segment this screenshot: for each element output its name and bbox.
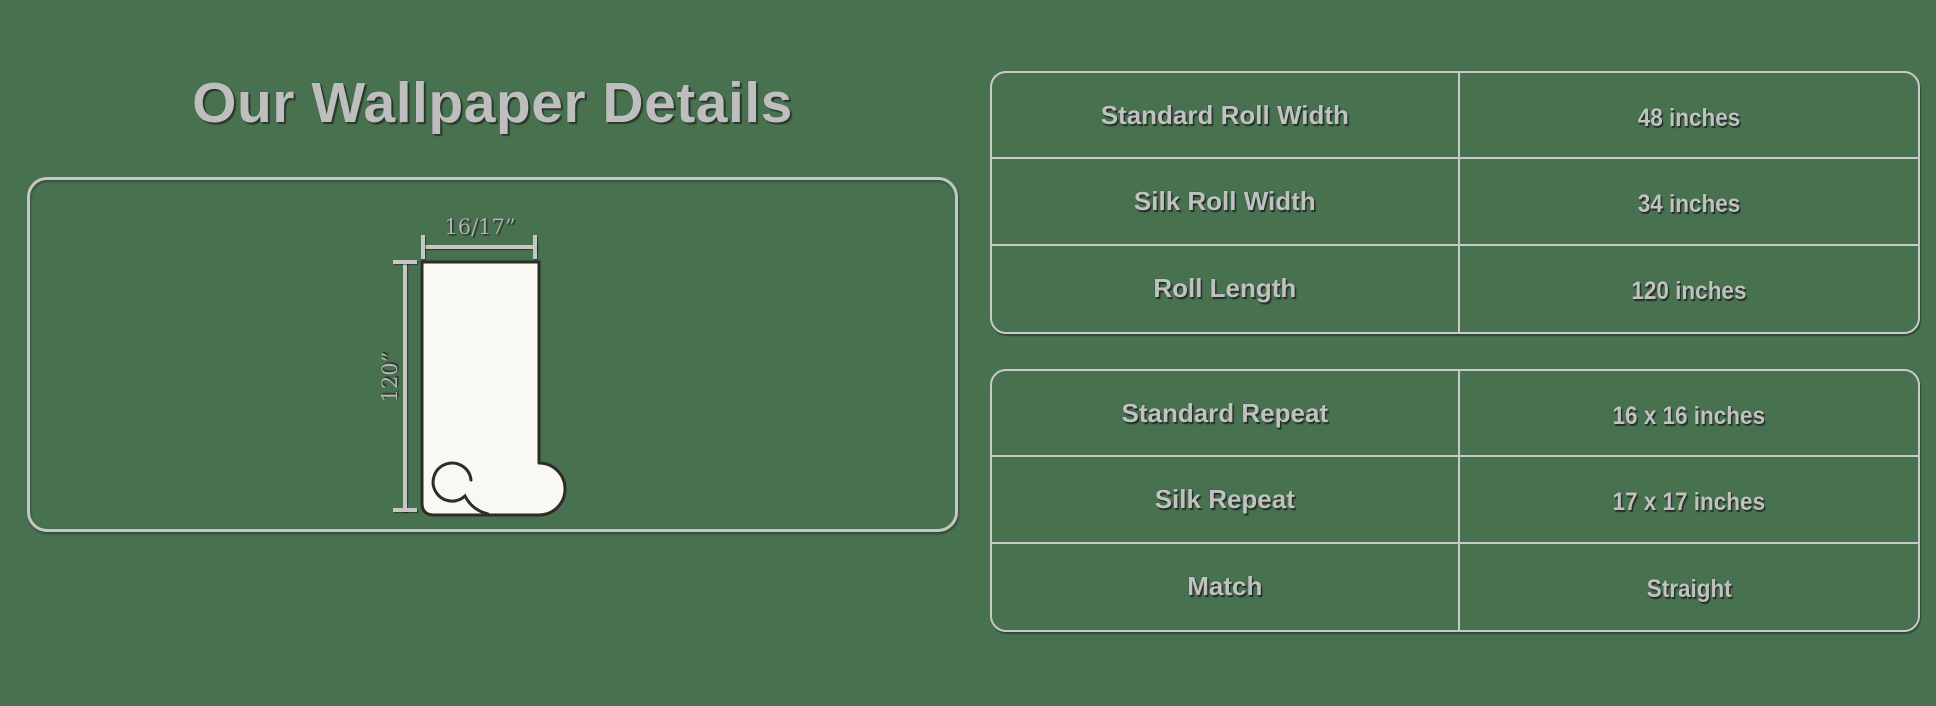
width-dimension-cap-right bbox=[533, 235, 537, 259]
repeat-match-table: Standard Repeat 16 x 16 inches Silk Repe… bbox=[990, 369, 1920, 632]
wallpaper-roll-icon bbox=[420, 260, 567, 517]
roll-dimensions-table: Standard Roll Width 48 inches Silk Roll … bbox=[990, 71, 1920, 334]
spec-label-roll-length: Roll Length bbox=[992, 245, 1460, 332]
roll-diagram-panel bbox=[27, 177, 958, 532]
width-dimension-cap-left bbox=[421, 235, 425, 259]
page-title: Our Wallpaper Details bbox=[192, 71, 793, 135]
spec-value-standard-repeat: 16 x 16 inches bbox=[1459, 371, 1918, 458]
height-dimension-cap-top bbox=[393, 260, 417, 264]
spec-label-standard-roll-width: Standard Roll Width bbox=[992, 73, 1460, 160]
spec-label-silk-roll-width: Silk Roll Width bbox=[992, 159, 1460, 246]
height-dimension-label: 120” bbox=[378, 351, 402, 403]
spec-label-match: Match bbox=[992, 543, 1460, 630]
width-dimension-label: 16/17” bbox=[444, 215, 516, 239]
height-dimension-cap-bottom bbox=[393, 508, 417, 512]
spec-value-roll-length: 120 inches bbox=[1631, 277, 1747, 306]
spec-value-match: Straight bbox=[1646, 575, 1732, 604]
height-dimension-line bbox=[403, 262, 407, 512]
spec-label-standard-repeat: Standard Repeat bbox=[992, 371, 1460, 458]
spec-value-silk-repeat: 17 x 17 inches bbox=[1459, 457, 1918, 544]
width-dimension-line bbox=[423, 245, 537, 249]
spec-value-silk-roll-width: 34 inches bbox=[1459, 159, 1918, 246]
spec-label-silk-repeat: Silk Repeat bbox=[992, 457, 1460, 544]
spec-value-standard-roll-width: 48 inches bbox=[1459, 73, 1918, 160]
